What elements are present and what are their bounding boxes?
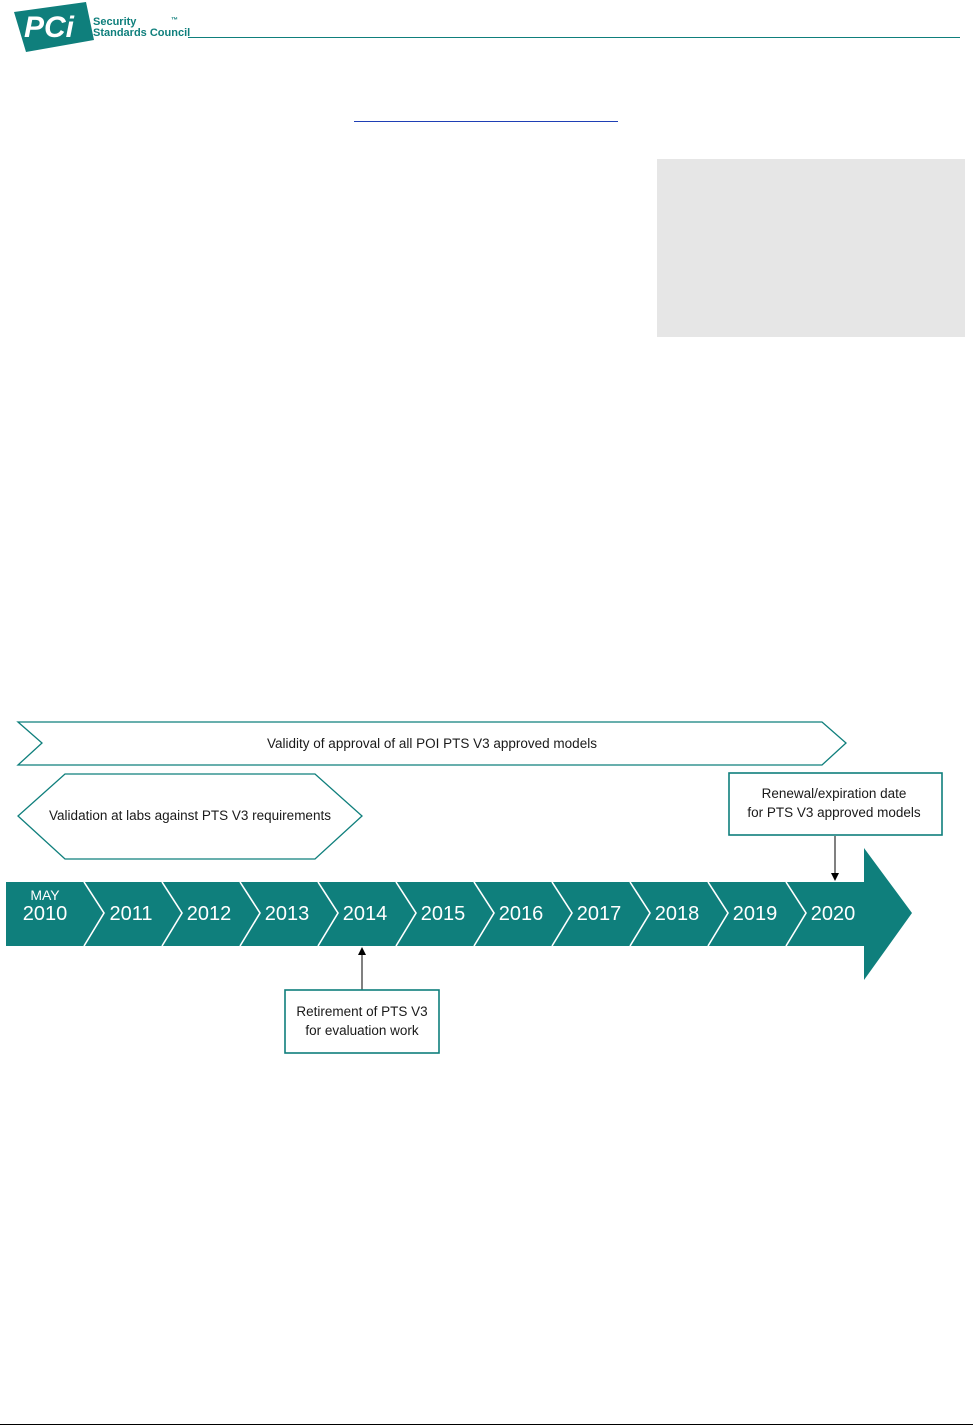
validity-banner-shape <box>16 721 847 766</box>
timeline-chevron-separator <box>785 881 807 947</box>
timeline-year-2012: 2012 <box>187 903 232 925</box>
timeline-first-month: MAY <box>30 887 60 903</box>
validation-banner-label: Validation at labs against PTS V3 requir… <box>49 808 331 823</box>
timeline-arrow <box>6 848 912 980</box>
footer-rule <box>0 1424 973 1425</box>
pci-logo-wordmark: PCi <box>24 11 75 44</box>
renewal-box-line2: for PTS V3 approved models <box>747 805 921 820</box>
timeline-year-2014: 2014 <box>343 903 388 925</box>
timeline-chevrons <box>83 881 807 947</box>
gray-panel <box>657 159 965 337</box>
timeline-year-2010: 2010 <box>23 903 68 925</box>
timeline-year-2011: 2011 <box>109 903 152 925</box>
validation-banner-shape <box>17 773 363 860</box>
link-underline <box>354 121 618 122</box>
renewal-box <box>728 772 943 836</box>
timeline-chevron-separator <box>473 881 495 947</box>
timeline-chevron-separator <box>551 881 573 947</box>
timeline-year-labels: 2010 2011 2012 2013 2014 2015 2016 2017 2018 2019… <box>23 887 856 925</box>
timeline-chevron-separator <box>395 881 417 947</box>
retirement-box-line2: for evaluation work <box>305 1023 419 1038</box>
timeline-year-2015: 2015 <box>421 903 466 925</box>
timeline-year-2020: 2020 <box>811 903 856 925</box>
pci-logo-badge <box>14 2 94 52</box>
pci-logo: PCi Security Standards Council ™ <box>14 2 190 52</box>
timeline-year-2018: 2018 <box>655 903 700 925</box>
timeline-chevron-separator <box>83 881 105 947</box>
timeline-year-2019: 2019 <box>733 903 778 925</box>
timeline-chevron-separator <box>317 881 339 947</box>
timeline-chevron-separator <box>707 881 729 947</box>
timeline-year-2013: 2013 <box>265 903 310 925</box>
validity-banner-label: Validity of approval of all POI PTS V3 a… <box>267 736 597 751</box>
timeline-chevron-separator <box>629 881 651 947</box>
renewal-pointer-arrowhead <box>831 873 839 881</box>
timeline-chevron-separator <box>161 881 183 947</box>
retirement-box-line1: Retirement of PTS V3 <box>296 1004 427 1019</box>
pci-logo-line1: Security <box>93 16 137 28</box>
header-rule <box>188 37 960 38</box>
retirement-pointer-arrowhead <box>358 947 366 955</box>
renewal-box-line1: Renewal/expiration date <box>762 786 907 801</box>
timeline-year-2016: 2016 <box>499 903 544 925</box>
pci-logo-tm: ™ <box>171 17 178 24</box>
retirement-box <box>284 989 440 1054</box>
timeline-chevron-separator <box>239 881 261 947</box>
timeline-year-2017: 2017 <box>577 903 622 925</box>
pci-logo-line2: Standards Council <box>93 27 190 39</box>
